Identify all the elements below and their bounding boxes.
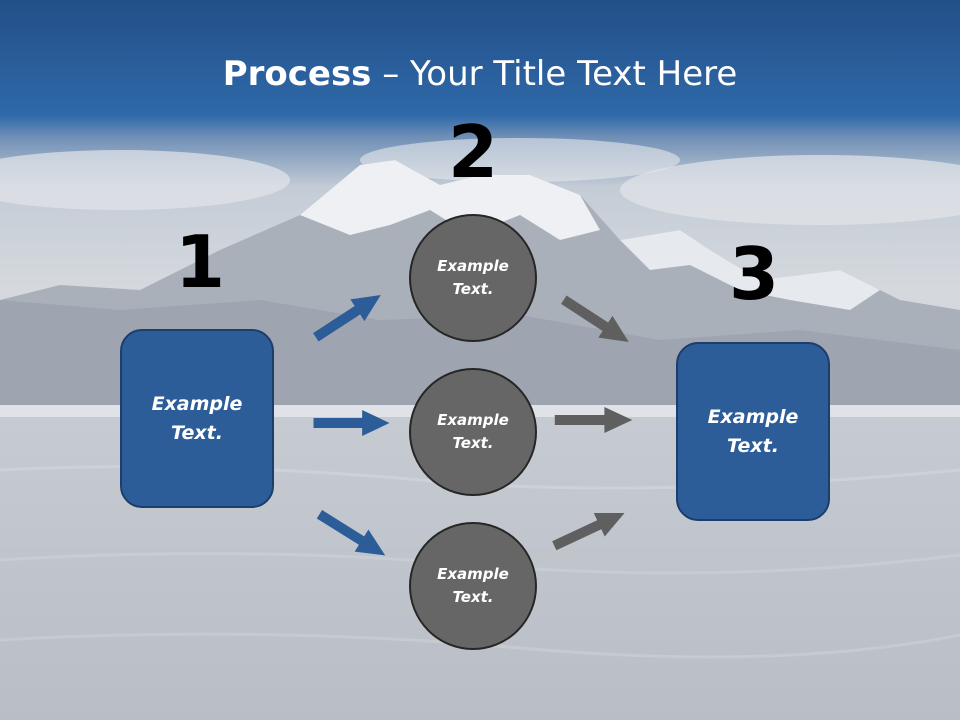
step-2-circle-bottom: Example Text. xyxy=(409,522,537,650)
step-number-3: 3 xyxy=(728,232,780,316)
page-title: Process – Your Title Text Here xyxy=(0,52,960,96)
arrow-gray-right xyxy=(554,407,633,433)
step-3-text: Example Text. xyxy=(707,405,799,457)
circle-top-text: Example Text. xyxy=(437,257,509,298)
step-1-text: Example Text. xyxy=(151,392,243,444)
arrow-blue-up xyxy=(313,295,381,342)
circle-bottom-text: Example Text. xyxy=(437,565,509,606)
title-bold: Process xyxy=(222,54,372,94)
circle-middle-text: Example Text. xyxy=(437,411,509,452)
step-3-box: Example Text. xyxy=(676,342,830,521)
arrow-blue-right xyxy=(313,410,390,436)
step-2-circle-top: Example Text. xyxy=(409,214,537,342)
title-rest: – Your Title Text Here xyxy=(371,54,738,94)
arrow-gray-up xyxy=(552,512,625,551)
step-number-2: 2 xyxy=(447,110,499,194)
arrow-blue-down xyxy=(316,510,386,556)
step-number-1: 1 xyxy=(174,220,226,304)
step-2-circle-middle: Example Text. xyxy=(409,368,537,496)
step-1-box: Example Text. xyxy=(120,329,274,508)
arrow-gray-down xyxy=(561,295,629,342)
